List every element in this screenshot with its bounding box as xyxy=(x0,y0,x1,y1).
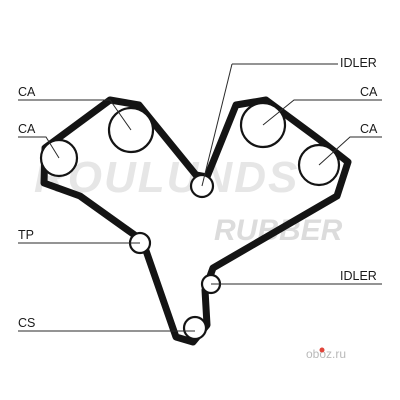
label-cs: CS xyxy=(18,316,35,330)
label-ca-right-upper: CA xyxy=(360,85,378,99)
watermark-site-suffix: .ru xyxy=(332,347,346,361)
leader-idler-top-diagonal xyxy=(201,63,233,187)
crankshaft-pulley xyxy=(182,315,208,341)
leader-ca-left-lower xyxy=(18,136,60,159)
label-idler-bottom: IDLER xyxy=(340,269,377,283)
label-ca-left-lower: CA xyxy=(18,122,36,136)
label-ca-right-lower: CA xyxy=(360,122,378,136)
label-tp: TP xyxy=(18,228,34,242)
leader-ca-left-upper xyxy=(18,99,132,131)
watermark-site-prefix: oboz xyxy=(306,347,332,361)
label-idler-top: IDLER xyxy=(340,56,377,70)
watermark-dot xyxy=(319,347,325,353)
leader-ca-right-upper xyxy=(262,99,382,126)
watermark-site: oboz.ru xyxy=(306,347,346,361)
leader-ca-right-lower xyxy=(318,136,382,166)
label-ca-left-upper: CA xyxy=(18,85,36,99)
